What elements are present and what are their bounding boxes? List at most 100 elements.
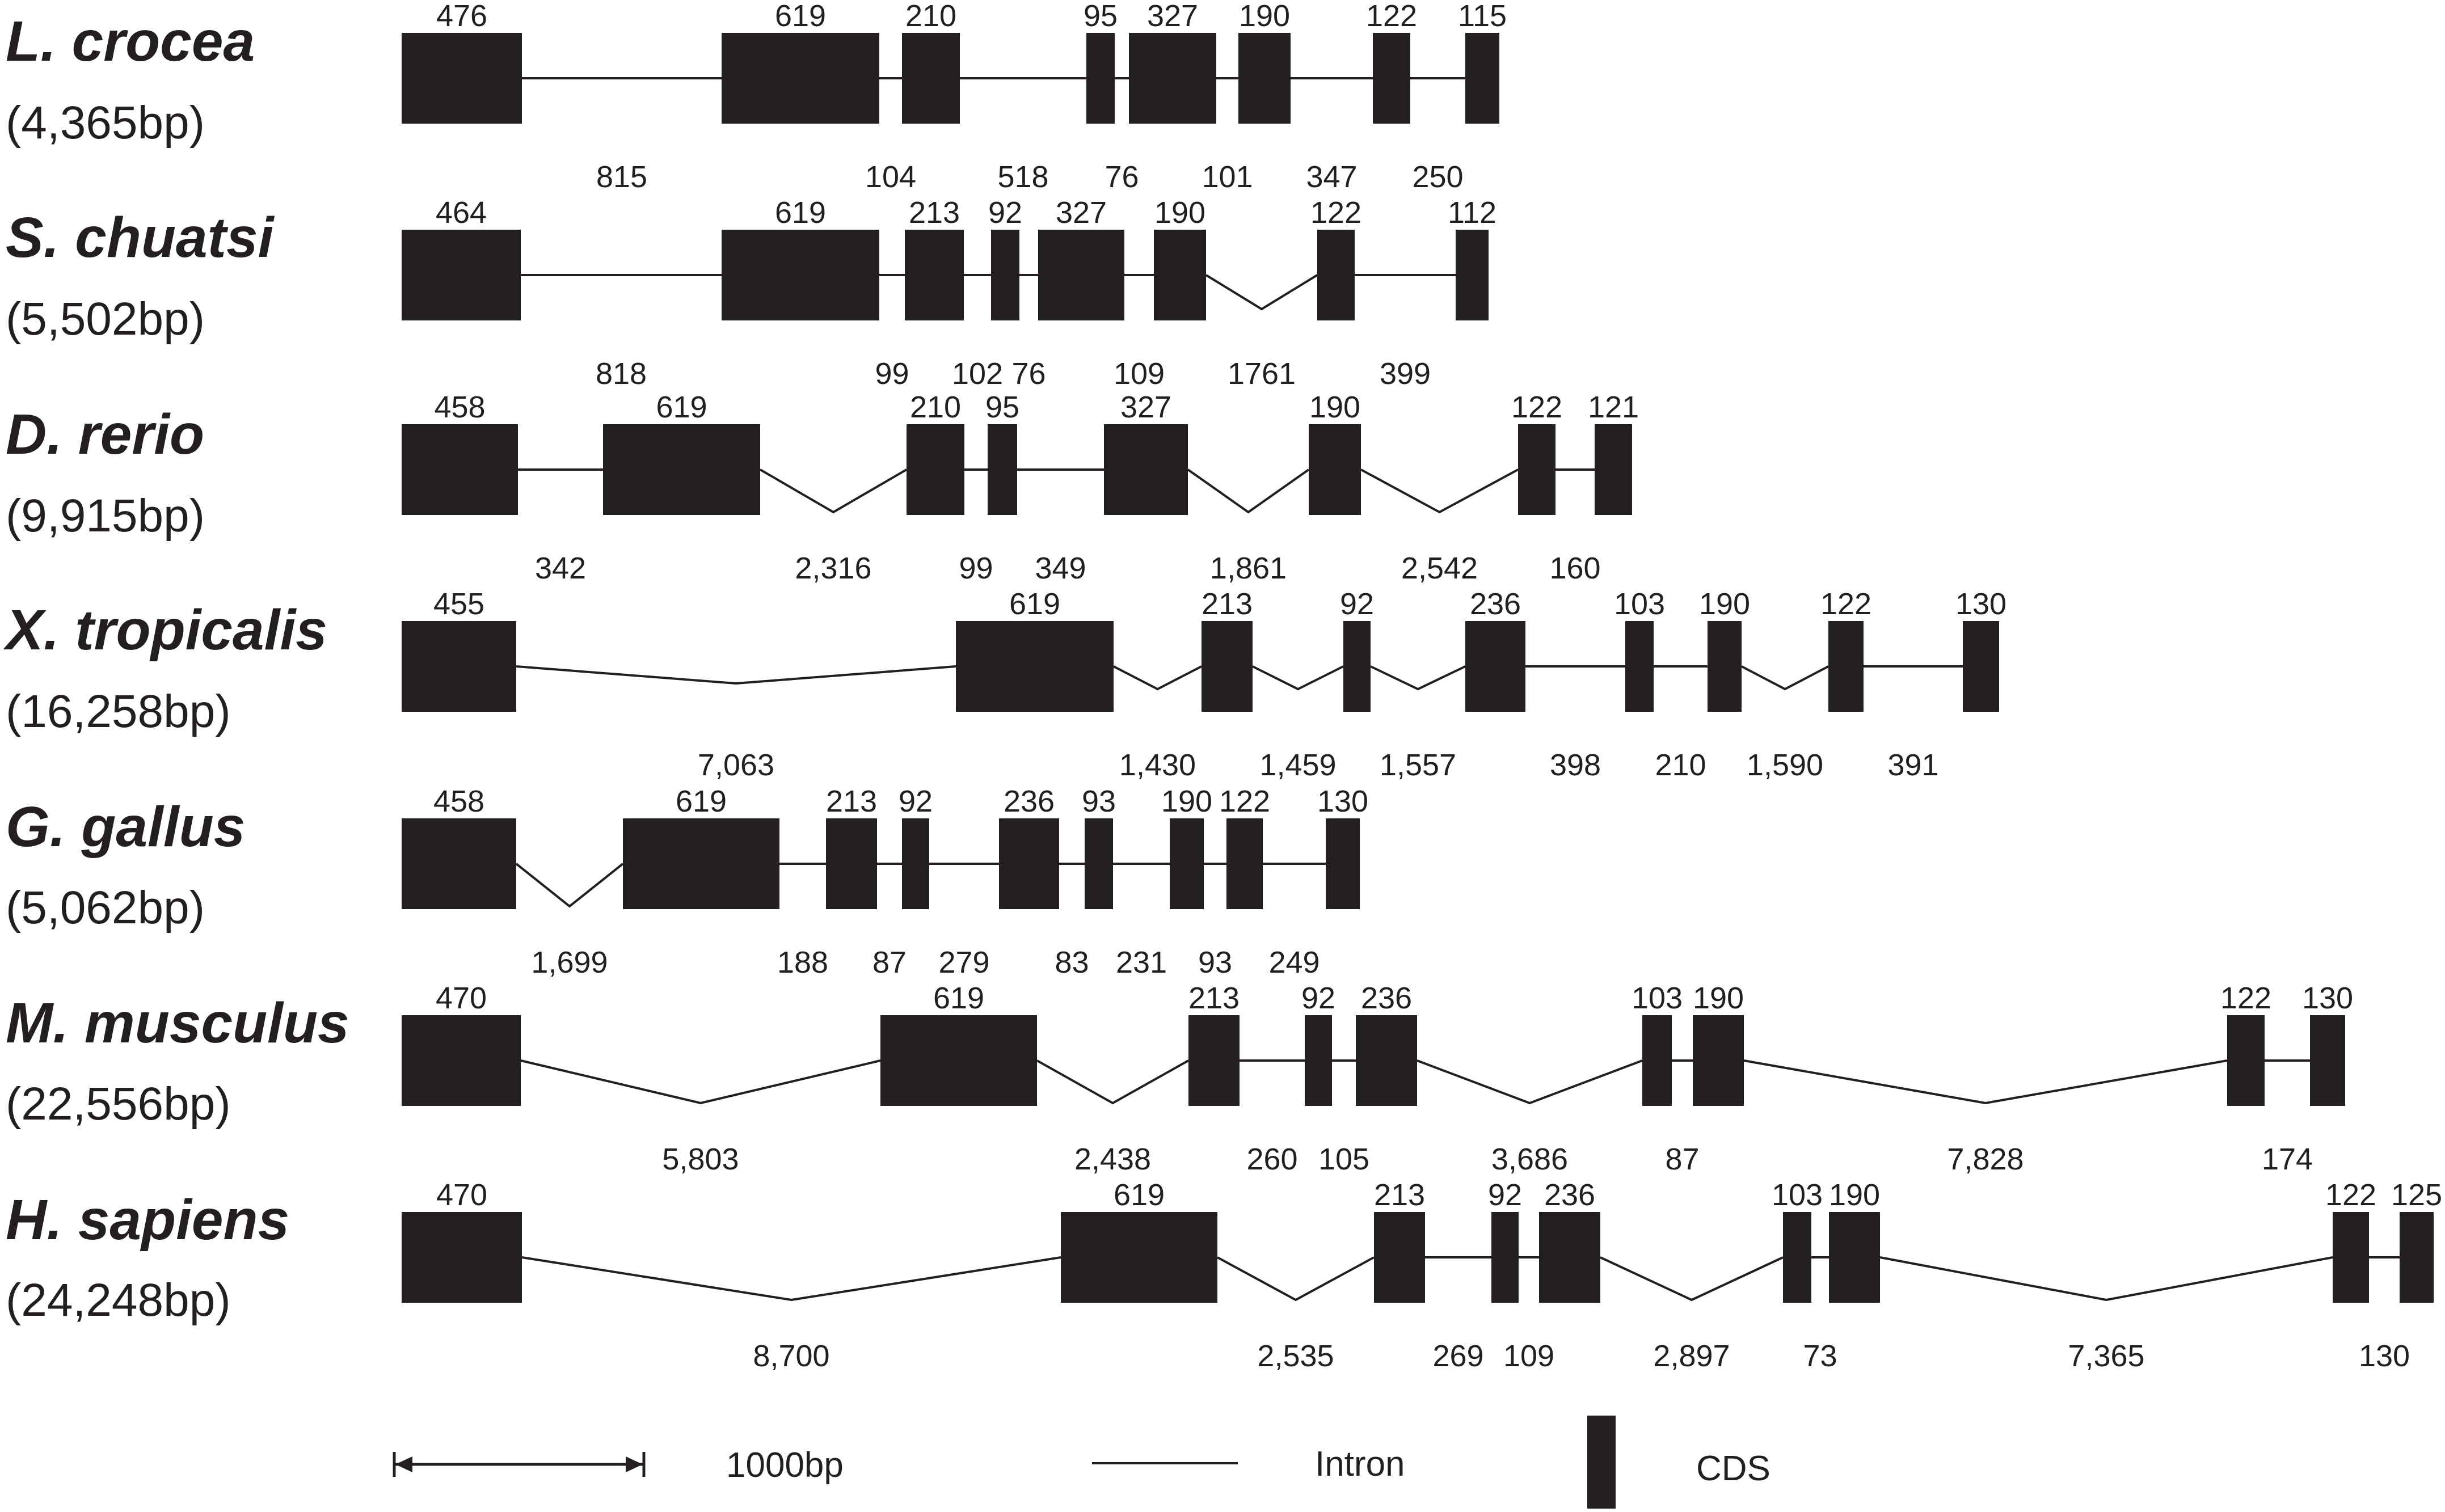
intron-length-label: 73 [1803,1339,1837,1373]
intron-length-label: 1,590 [1747,748,1823,782]
cds-block [1518,424,1555,515]
intron-length-label: 76 [1105,160,1139,194]
cds-length-label: 190 [1154,196,1205,230]
species-name: L. crocea [6,10,255,73]
gene-length: (16,258bp) [6,686,231,737]
cds-block [1373,33,1410,124]
intron-length-label: 1,861 [1210,551,1287,585]
cds-block [1963,621,1999,712]
cds-block [1625,621,1654,712]
intron-length-label: 7,063 [698,748,774,782]
cds-block [402,424,518,515]
species-name: D. rerio [6,403,204,466]
cds-block [623,818,779,909]
legend-cds-label: CDS [1696,1449,1770,1488]
cds-length-label: 213 [1188,981,1240,1015]
cds-length-label: 122 [1820,587,1871,621]
cds-length-label: 103 [1632,981,1683,1015]
cds-block [880,1015,1037,1106]
intron-line [1417,1059,1643,1105]
intron-length-label: 347 [1306,160,1357,194]
cds-length-label: 130 [1317,784,1368,818]
scale-bar-label: 1000bp [726,1446,844,1485]
cds-length-label: 213 [826,784,877,818]
cds-block [1086,33,1115,124]
cds-block [402,621,516,712]
intron-length-label: 210 [1655,748,1706,782]
intron-line [1205,274,1318,311]
cds-block [402,818,516,909]
intron-length-label: 249 [1268,945,1320,979]
cds-block [2400,1212,2434,1303]
cds-length-label: 210 [905,0,956,33]
cds-block [722,33,879,124]
cds-block [1309,424,1361,515]
cds-length-label: 619 [775,196,826,230]
cds-block [907,424,964,515]
cds-length-label: 121 [1588,390,1639,424]
cds-block [1456,230,1489,320]
intron-line [759,468,908,514]
cds-block [1305,1015,1332,1106]
intron-line [1036,1059,1189,1105]
cds-length-label: 455 [433,587,484,621]
cds-block [1465,33,1499,124]
cds-length-label: 236 [1470,587,1521,621]
intron-line [1113,665,1202,691]
intron-length-label: 101 [1202,160,1253,194]
cds-length-label: 95 [1084,0,1118,33]
cds-length-label: 190 [1161,784,1212,818]
cds-block [991,230,1019,320]
cds-length-label: 327 [1147,0,1198,33]
cds-block [1326,818,1360,909]
species-name: S. chuatsi [6,206,275,269]
intron-length-label: 1,430 [1119,748,1196,782]
cds-block [2310,1015,2345,1106]
cds-length-label: 92 [1488,1178,1522,1212]
intron-length-label: 399 [1380,357,1431,391]
cds-block [1829,1212,1880,1303]
cds-length-label: 327 [1120,390,1171,424]
intron-length-label: 83 [1055,945,1089,979]
intron-line [1741,665,1829,691]
cds-length-label: 130 [2302,981,2353,1015]
cds-block [2333,1212,2369,1303]
intron-length-label: 349 [1035,551,1086,585]
intron-length-label: 818 [596,357,647,391]
cds-length-label: 213 [909,196,960,230]
cds-block [1202,621,1253,712]
cds-block [1374,1212,1425,1303]
intron-length-label: 269 [1432,1339,1483,1373]
cds-length-label: 92 [988,196,1022,230]
gene-length: (5,062bp) [6,882,205,934]
intron-length-label: 2,438 [1074,1142,1151,1176]
intron-length-label: 391 [1887,748,1938,782]
cds-block [1038,230,1124,320]
cds-length-label: 122 [2220,981,2271,1015]
cds-length-label: 213 [1202,587,1253,621]
intron-length-label: 260 [1246,1142,1297,1176]
intron-line [1370,665,1466,691]
cds-length-label: 236 [1004,784,1055,818]
cds-length-label: 95 [985,390,1019,424]
scale-bar-right-arrow [626,1456,643,1472]
intron-length-label: 3,686 [1491,1142,1568,1176]
intron-length-label: 1,699 [531,945,608,979]
intron-length-label: 102 [952,357,1003,391]
intron-length-label: 160 [1549,551,1600,585]
cds-block [722,230,879,320]
cds-length-label: 619 [1114,1178,1165,1212]
scale-bar-left-arrow [395,1456,412,1472]
cds-block [999,818,1059,909]
intron-length-label: 104 [865,160,916,194]
intron-length-label: 342 [535,551,586,585]
cds-length-label: 92 [1301,981,1335,1015]
intron-length-label: 99 [875,357,909,391]
cds-length-label: 190 [1693,981,1744,1015]
cds-block [1465,621,1525,712]
